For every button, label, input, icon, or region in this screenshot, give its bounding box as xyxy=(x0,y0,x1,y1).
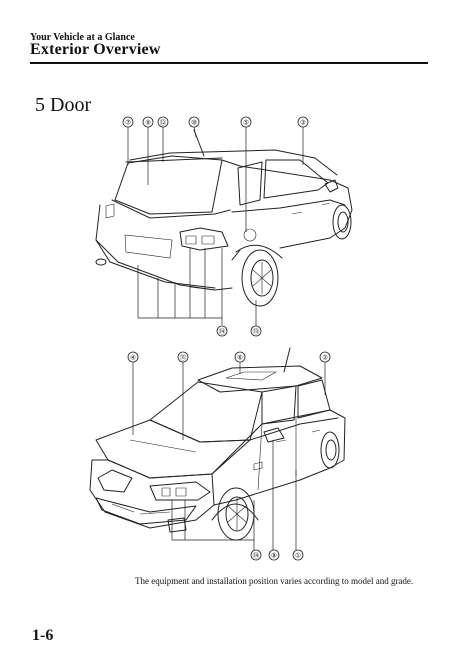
callout-13: ⑬ xyxy=(253,328,260,336)
equipment-note: The equipment and installation position … xyxy=(135,576,414,586)
header-rule xyxy=(30,62,428,64)
front-view-callouts: ④ ⑪ ⑥ ② ⑭ ⑧ ① xyxy=(127,351,331,561)
callout-11: ⑪ xyxy=(180,354,187,362)
front-view-car-illustration xyxy=(89,347,346,541)
callout-3: ③ xyxy=(300,119,306,127)
callout-8: ⑧ xyxy=(271,552,277,560)
callout-7: ⑦ xyxy=(125,119,131,127)
callout-10: ⑩ xyxy=(191,119,197,127)
page-number: 1-6 xyxy=(32,627,54,644)
callout-14-top: ⑭ xyxy=(219,328,226,336)
callout-14-bottom: ⑭ xyxy=(253,552,260,560)
rear-view-callouts: ⑦ ⑨ ⑫ ⑩ ⑤ ③ ⑭ ⑬ xyxy=(122,116,309,337)
rear-view-car-illustration xyxy=(95,129,353,307)
callout-1: ① xyxy=(295,552,301,560)
section-label: Your Vehicle at a Glance xyxy=(30,32,135,43)
callout-12: ⑫ xyxy=(160,119,167,127)
callout-2: ② xyxy=(322,354,328,362)
callout-6: ⑥ xyxy=(237,354,243,362)
callout-5: ⑤ xyxy=(243,119,249,127)
rear-view-leader-lines xyxy=(127,126,304,326)
front-view-leader-lines xyxy=(132,362,326,550)
callout-4: ④ xyxy=(130,354,136,362)
page-title: Exterior Overview xyxy=(30,41,161,58)
variant-heading: 5 Door xyxy=(35,94,92,116)
callout-9: ⑨ xyxy=(145,119,151,127)
